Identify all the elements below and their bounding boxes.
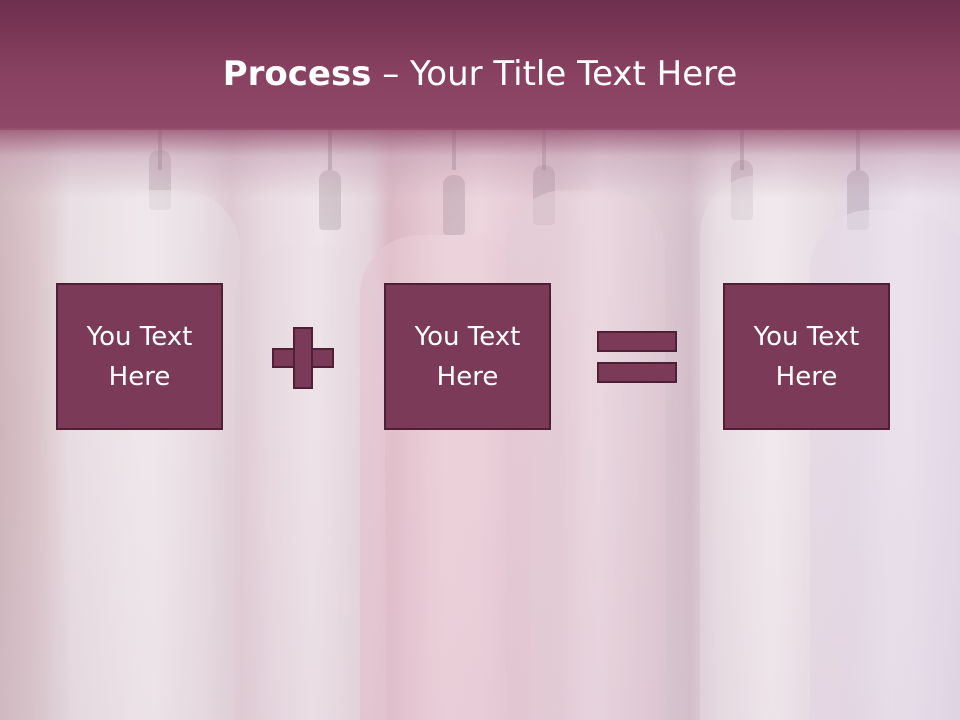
slide-title-bold: Process [222, 54, 372, 94]
plus-center [295, 350, 311, 366]
slide-title-rest: – Your Title Text Here [371, 54, 738, 94]
slide-title: Process – Your Title Text Here [0, 52, 960, 96]
process-box-3-text: You Text Here [753, 321, 860, 392]
plus-icon [272, 327, 334, 389]
equals-icon [597, 331, 677, 385]
equals-top-bar [597, 331, 677, 352]
equals-bottom-bar [597, 362, 677, 383]
process-box-2-text: You Text Here [414, 321, 521, 392]
process-box-1[interactable]: You Text Here [56, 283, 223, 430]
header-fade [0, 128, 960, 198]
process-box-1-text: You Text Here [86, 321, 193, 392]
process-box-2[interactable]: You Text Here [384, 283, 551, 430]
header-band [0, 0, 960, 130]
process-box-3[interactable]: You Text Here [723, 283, 890, 430]
